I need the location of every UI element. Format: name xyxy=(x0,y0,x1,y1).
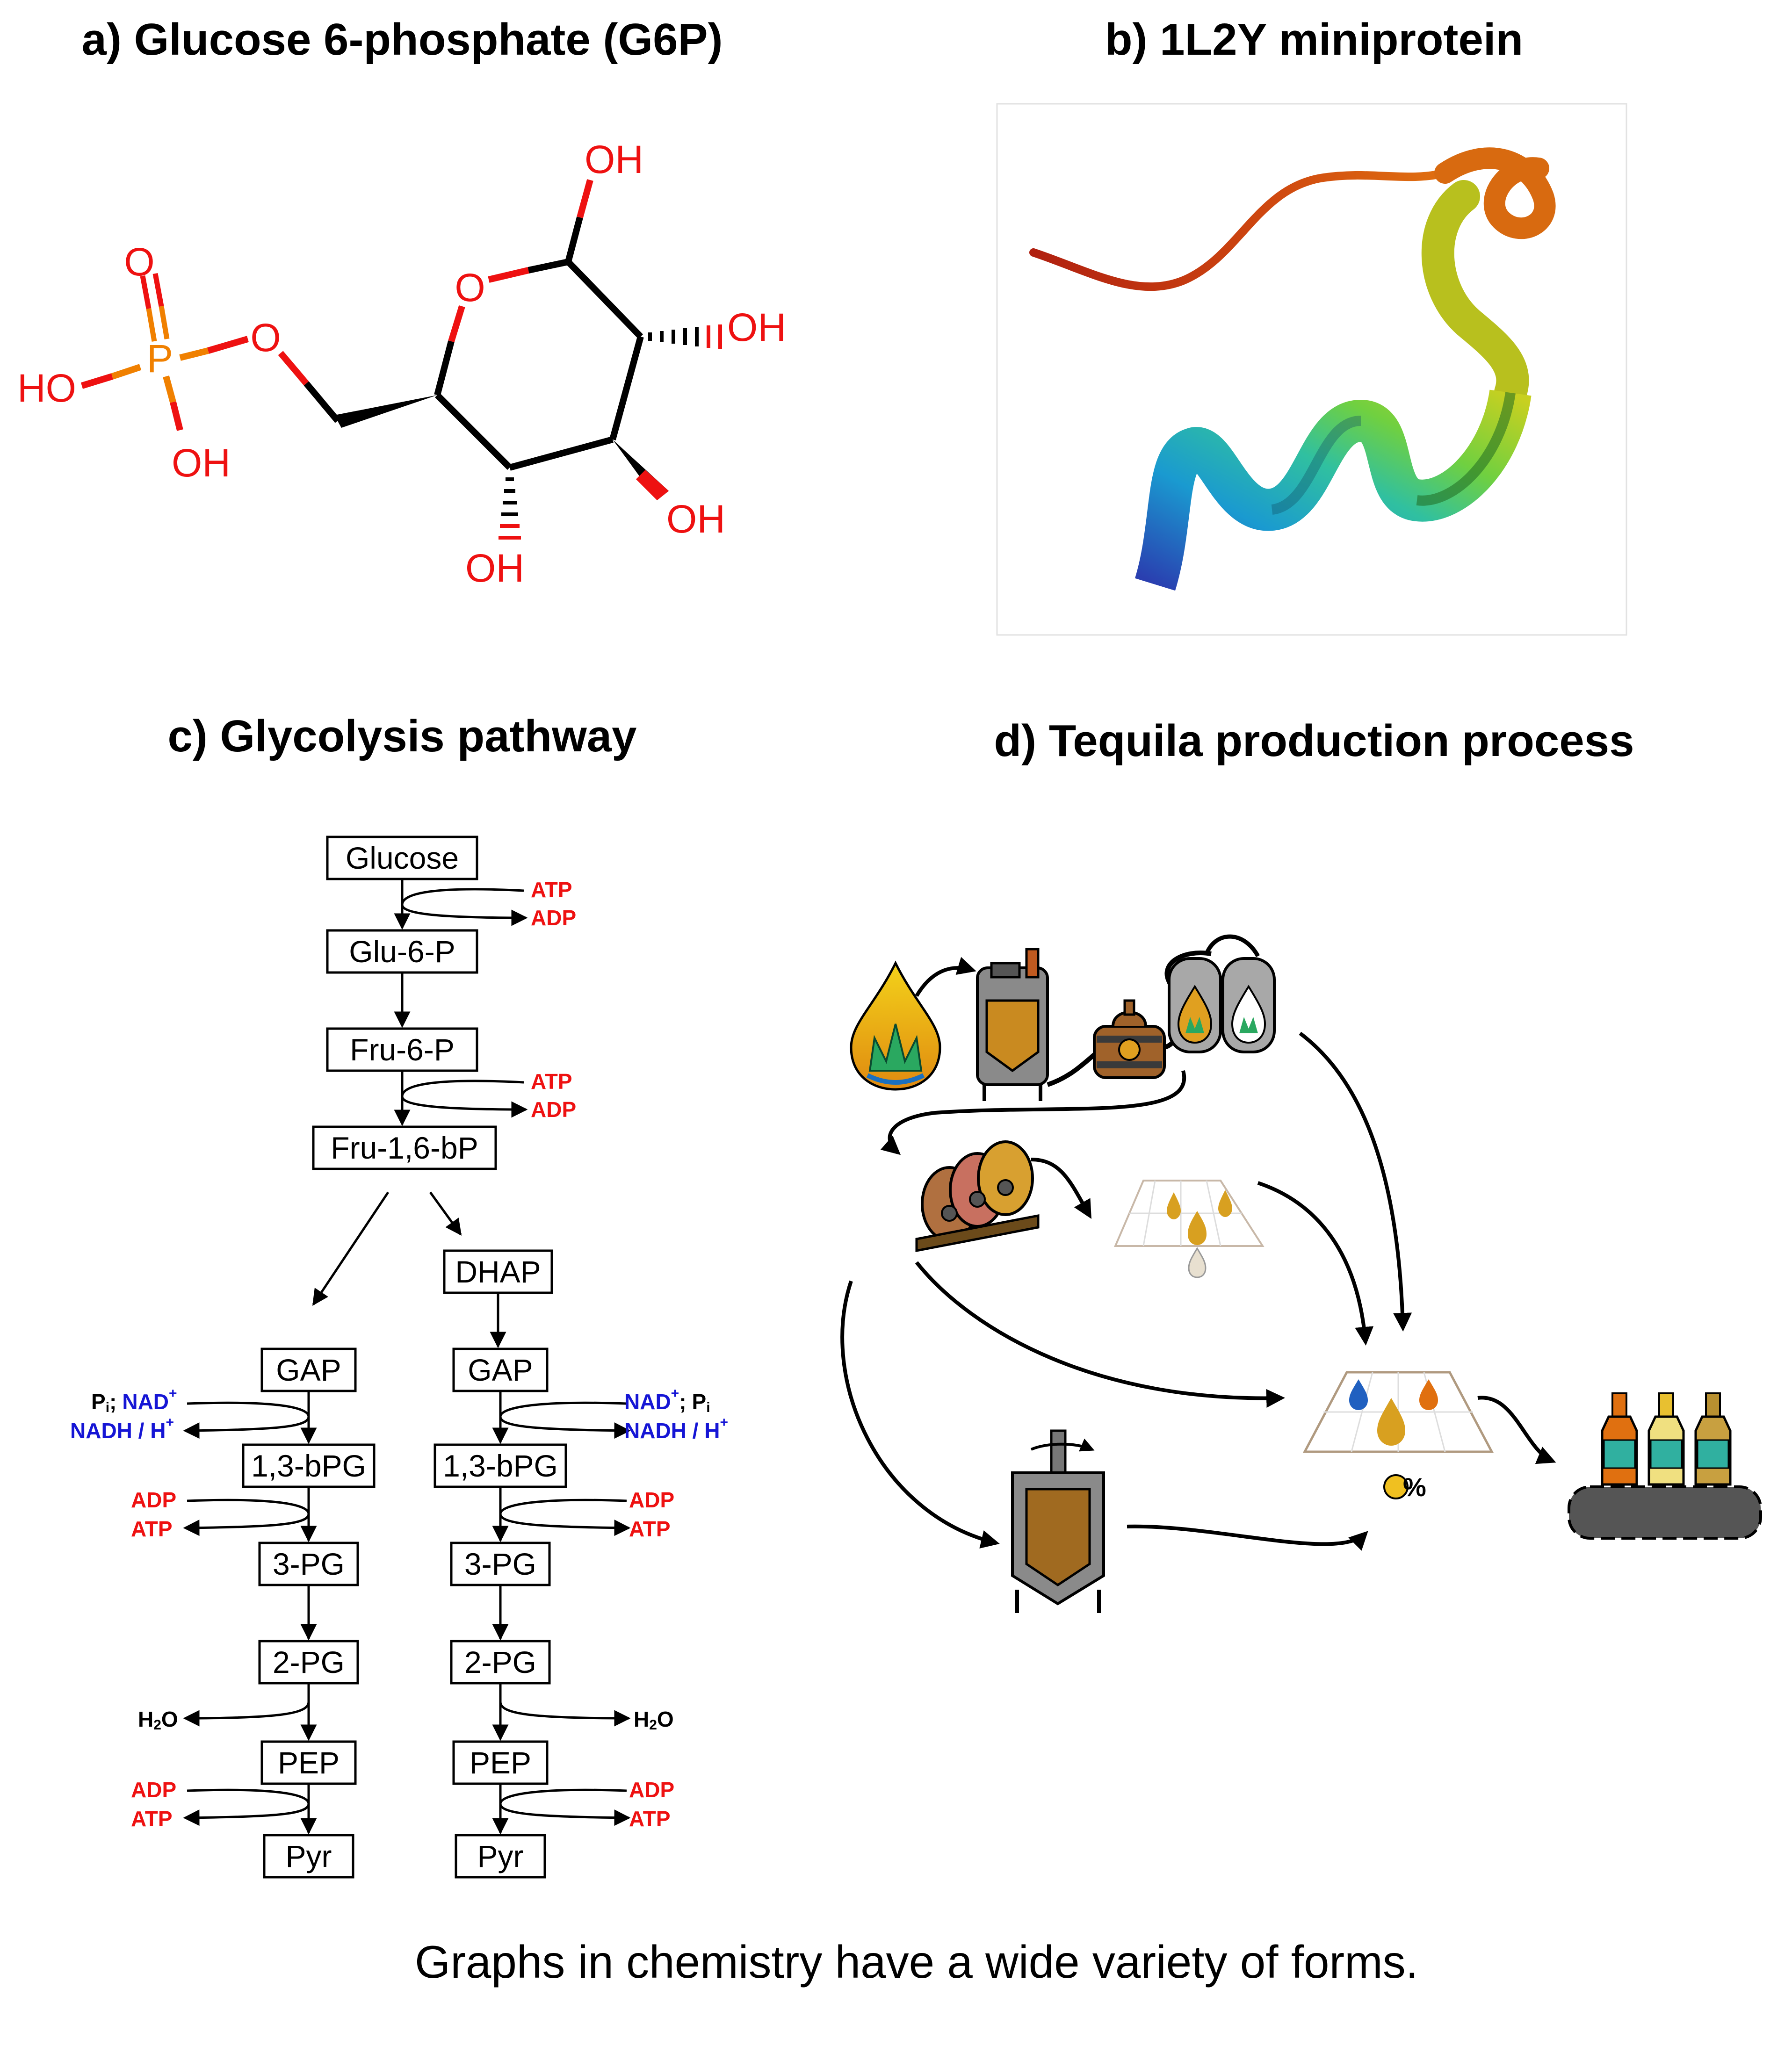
glycolysis-diagram: Glucose Glu-6-P Fru-6-P Fru-1,6-bP DHAP … xyxy=(70,836,728,1879)
cofactor-atp-left-1: ATP xyxy=(131,1517,173,1541)
bottle-gold xyxy=(1694,1392,1732,1486)
svg-text:2-PG: 2-PG xyxy=(273,1645,345,1679)
cofactor-nad-pi-right: NAD+;Pi xyxy=(624,1386,710,1415)
cofactor-nadh-left: NADH / H+ xyxy=(70,1415,174,1443)
svg-text:Pyr: Pyr xyxy=(477,1839,524,1873)
node-gap-left: GAP xyxy=(260,1347,357,1392)
figure-caption: Graphs in chemistry have a wide variety … xyxy=(415,1936,1418,1988)
svg-text:DHAP: DHAP xyxy=(455,1254,541,1289)
panel-a-title: a) Glucose 6-phosphate (G6P) xyxy=(81,14,723,65)
svg-text:GAP: GAP xyxy=(276,1353,341,1387)
atom-o-link: O xyxy=(250,316,281,360)
svg-text:2-PG: 2-PG xyxy=(464,1645,536,1679)
svg-text:Glu-6-P: Glu-6-P xyxy=(349,934,455,969)
svg-text:Fru-6-P: Fru-6-P xyxy=(350,1032,455,1067)
agave-drop-icon xyxy=(850,960,941,1091)
aging-barrels-icon xyxy=(915,1140,1040,1253)
node-pep-left: PEP xyxy=(260,1740,357,1785)
svg-text:NADH / H+: NADH / H+ xyxy=(70,1415,174,1443)
g6p-bonds xyxy=(80,179,722,540)
bottle-yellow xyxy=(1647,1392,1685,1486)
node-2pg-right: 2-PG xyxy=(450,1640,551,1685)
node-pyr-right: Pyr xyxy=(455,1834,546,1879)
protein-ribbon-image xyxy=(996,103,1627,636)
hash-bond-c2 xyxy=(648,327,699,346)
bottling-line-icon xyxy=(1568,1392,1762,1540)
atom-oh-top: OH xyxy=(585,137,643,181)
node-3pg-right: 3-PG xyxy=(450,1542,551,1586)
svg-text:Glucose: Glucose xyxy=(346,841,459,875)
atom-o-ring: O xyxy=(455,266,485,310)
svg-text:H2O: H2O xyxy=(138,1707,178,1733)
node-dhap: DHAP xyxy=(443,1249,553,1294)
atom-ho-left: HO xyxy=(17,366,76,410)
svg-text:Fru-1,6-bP: Fru-1,6-bP xyxy=(331,1131,478,1165)
cofactor-atp-right-2: ATP xyxy=(629,1807,671,1831)
svg-text:3-PG: 3-PG xyxy=(273,1547,345,1581)
tequila-process-diagram: % xyxy=(840,934,1762,1613)
cofactor-atp-1: ATP xyxy=(531,878,572,902)
node-bpg-left: 1,3-bPG xyxy=(242,1443,376,1488)
node-pyr-left: Pyr xyxy=(263,1834,354,1879)
panel-b-title: b) 1L2Y miniprotein xyxy=(1105,14,1524,65)
cofactor-water-right: H2O xyxy=(634,1707,674,1733)
panel-c-title: c) Glycolysis pathway xyxy=(167,711,637,761)
node-2pg-left: 2-PG xyxy=(258,1640,359,1685)
atom-o-double: O xyxy=(124,240,154,284)
svg-text:NAD+;Pi: NAD+;Pi xyxy=(624,1386,710,1415)
atom-oh-right: OH xyxy=(727,305,786,349)
cofactor-adp-1: ADP xyxy=(531,906,576,930)
cofactor-water-left: H2O xyxy=(138,1707,178,1733)
node-fru6p: Fru-6-P xyxy=(326,1027,478,1072)
tasting-grid-icon-1 xyxy=(1113,1180,1265,1278)
node-pep-right: PEP xyxy=(452,1740,549,1785)
alcohol-percent-label: % xyxy=(1403,1472,1426,1502)
svg-text:NADH / H+: NADH / H+ xyxy=(624,1415,728,1443)
node-glucose: Glucose xyxy=(326,836,478,880)
svg-text:PEP: PEP xyxy=(470,1745,531,1780)
atom-oh-bottom: OH xyxy=(465,546,524,590)
node-fru16bp: Fru-1,6-bP xyxy=(312,1125,497,1170)
fermentation-tanks-icon xyxy=(1168,934,1276,1053)
node-glu6p: Glu-6-P xyxy=(326,929,478,974)
cofactor-adp-right-1: ADP xyxy=(629,1488,674,1512)
atom-p: P xyxy=(147,337,173,381)
cofactor-nadh-right: NADH / H+ xyxy=(624,1415,728,1443)
svg-text:H2O: H2O xyxy=(634,1707,674,1733)
svg-text:3-PG: 3-PG xyxy=(464,1547,536,1581)
distillation-still-icon xyxy=(1047,951,1212,1087)
svg-text:GAP: GAP xyxy=(468,1353,533,1387)
cofactor-atp-left-2: ATP xyxy=(131,1807,173,1831)
cofactor-adp-left-1: ADP xyxy=(131,1488,176,1512)
panel-d-title: d) Tequila production process xyxy=(994,716,1634,766)
cofactor-atp-2: ATP xyxy=(531,1069,572,1094)
cofactor-adp-right-2: ADP xyxy=(629,1778,674,1802)
svg-text:Pi;NAD+: Pi;NAD+ xyxy=(91,1386,177,1415)
node-gap-right: GAP xyxy=(452,1347,549,1392)
cofactor-atp-right-1: ATP xyxy=(629,1517,671,1541)
node-3pg-left: 3-PG xyxy=(258,1542,359,1586)
svg-text:1,3-bPG: 1,3-bPG xyxy=(251,1448,366,1483)
svg-text:PEP: PEP xyxy=(278,1745,340,1780)
mixing-tank-icon xyxy=(1011,1429,1105,1613)
tasting-grid-icon-2: % xyxy=(1302,1371,1494,1502)
cofactor-adp-left-2: ADP xyxy=(131,1778,176,1802)
g6p-structure: OH OH OH OH O O P O HO OH xyxy=(17,137,786,590)
bottle-orange xyxy=(1601,1392,1638,1486)
cofactor-pi-nad-left: Pi;NAD+ xyxy=(91,1386,177,1415)
node-bpg-right: 1,3-bPG xyxy=(434,1443,567,1488)
oven-icon xyxy=(976,948,1049,1101)
svg-text:1,3-bPG: 1,3-bPG xyxy=(443,1448,558,1483)
svg-text:Pyr: Pyr xyxy=(286,1839,332,1873)
cofactor-adp-2: ADP xyxy=(531,1097,576,1122)
atom-oh-lower-right: OH xyxy=(666,497,725,541)
process-flow-arrows xyxy=(840,957,1556,1551)
atom-oh-phosphate: OH xyxy=(172,441,231,485)
